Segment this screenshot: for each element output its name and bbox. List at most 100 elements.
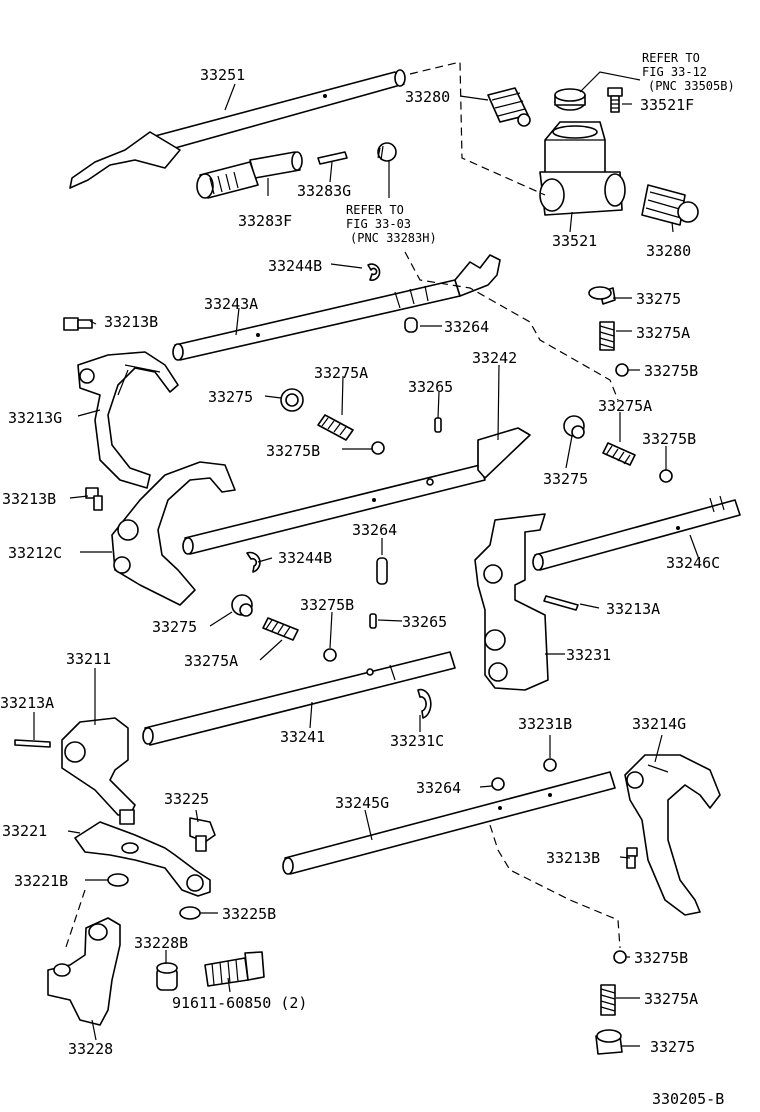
fork-33214g [624, 754, 721, 916]
label-33228b: 33228B [134, 934, 188, 952]
clip-33244b-lower [246, 551, 261, 573]
spring-33275a-a [599, 321, 615, 351]
label-33275-right: 33275 [543, 470, 588, 488]
reference-note-fig-33-03: REFER TO FIG 33-03 (PNC 33283H) [346, 203, 437, 245]
lever-33228 [47, 917, 121, 1026]
shaft-33246c [532, 495, 741, 571]
label-33243a: 33243A [204, 295, 258, 313]
label-33221: 33221 [2, 822, 47, 840]
label-33275a-upper-right: 33275A [636, 324, 690, 342]
reference-note-fig-33-12: REFER TO FIG 33-12 (PNC 33505B) [642, 51, 735, 93]
label-33221b: 33221B [14, 872, 68, 890]
lever-33221 [74, 821, 211, 897]
label-33251: 33251 [200, 66, 245, 84]
bolt-33213b-b [85, 487, 103, 511]
snap-ring-ref [377, 142, 397, 162]
pin-33283g [317, 151, 348, 165]
label-33211: 33211 [66, 650, 111, 668]
label-33280-upper: 33280 [405, 88, 450, 106]
label-33521: 33521 [552, 232, 597, 250]
ref2-line3: (PNC 33283H) [350, 231, 437, 245]
label-33283g: 33283G [297, 182, 351, 200]
label-33275-bottom: 33275 [650, 1038, 695, 1056]
ball-33275b-a [615, 363, 629, 377]
plug-33280-upper [487, 87, 531, 127]
label-33280-right: 33280 [646, 242, 691, 260]
assembly-lines [64, 61, 621, 951]
clip-33221b [107, 873, 129, 887]
clip-33225b [179, 906, 201, 920]
bolt-33213b-a [63, 317, 93, 331]
ball-33275b-b [371, 441, 385, 455]
spring-33275a-e [600, 984, 616, 1016]
label-33275b-right: 33275B [642, 430, 696, 448]
plug-33275-d [231, 594, 253, 617]
label-33244b-lower: 33244B [278, 549, 332, 567]
shaft-33241 [142, 651, 456, 746]
label-33246c: 33246C [666, 554, 720, 572]
ref2-line1: REFER TO [346, 203, 404, 217]
ball-33275b-e [613, 950, 627, 964]
label-33231c: 33231C [390, 732, 444, 750]
label-33275a-right: 33275A [598, 397, 652, 415]
label-33213b-middle: 33213B [2, 490, 56, 508]
plug-33280-right [641, 184, 699, 226]
bolt-33521f [607, 87, 623, 113]
ref1-line1: REFER TO [642, 51, 700, 65]
label-33225: 33225 [164, 790, 209, 808]
label-33264-middle: 33264 [352, 521, 397, 539]
label-33275a-middle: 33275A [314, 364, 368, 382]
pin-33264-b [376, 557, 388, 585]
label-33275-middle: 33275 [208, 388, 253, 406]
ball-33275b-c [659, 469, 673, 483]
plug-33275-b [280, 388, 304, 412]
pin-33264-a [404, 317, 418, 333]
label-33521f: 33521F [640, 96, 694, 114]
label-33213g: 33213G [8, 409, 62, 427]
spring-33275a-b [317, 414, 354, 441]
label-33213b-upper: 33213B [104, 313, 158, 331]
fork-33213g [77, 351, 179, 489]
label-33264-upper: 33264 [444, 318, 489, 336]
ball-33231b [543, 758, 557, 772]
ball-33264-c [491, 777, 505, 791]
part-labels: 33251 33280 33521F 33283G 33283F 33521 3… [0, 66, 720, 1058]
pin-33265-b [369, 613, 377, 629]
label-33265-upper: 33265 [408, 378, 453, 396]
shaft-33243a [172, 254, 501, 361]
bushing-33228b [156, 962, 178, 991]
label-33275a-lower: 33275A [184, 652, 238, 670]
label-91611-60850: 91611-60850 (2) [172, 994, 307, 1012]
ref2-line2: FIG 33-03 [346, 217, 411, 231]
label-33242: 33242 [472, 349, 517, 367]
label-33244b-upper: 33244B [268, 257, 322, 275]
shaft-33245g [282, 771, 616, 875]
label-33212c: 33212C [8, 544, 62, 562]
plug-33275-e [595, 1029, 623, 1055]
label-33275b-lower: 33275B [300, 596, 354, 614]
label-33225b: 33225B [222, 905, 276, 923]
label-33214g: 33214G [632, 715, 686, 733]
label-33275-lower: 33275 [152, 618, 197, 636]
label-33241: 33241 [280, 728, 325, 746]
bolt-91611-60850 [204, 951, 265, 987]
block-33521 [539, 121, 626, 216]
pin-33213a-b [14, 739, 51, 748]
label-33275b-middle: 33275B [266, 442, 320, 460]
fork-33212c [111, 461, 236, 606]
label-33283f: 33283F [238, 212, 292, 230]
label-33213b-lower: 33213B [546, 849, 600, 867]
label-33265-lower: 33265 [402, 613, 447, 631]
shaft-33242 [182, 427, 531, 555]
label-33264-lower: 33264 [416, 779, 461, 797]
clip-33231c [417, 688, 432, 719]
shift-piece-33231 [474, 513, 549, 691]
label-33228: 33228 [68, 1040, 113, 1058]
shift-head-33211 [61, 717, 136, 825]
ball-33275b-d [323, 648, 337, 662]
label-33245g: 33245G [335, 794, 389, 812]
label-33231b: 33231B [518, 715, 572, 733]
leader-lines [33, 71, 701, 1047]
plug-33283f [196, 151, 303, 199]
